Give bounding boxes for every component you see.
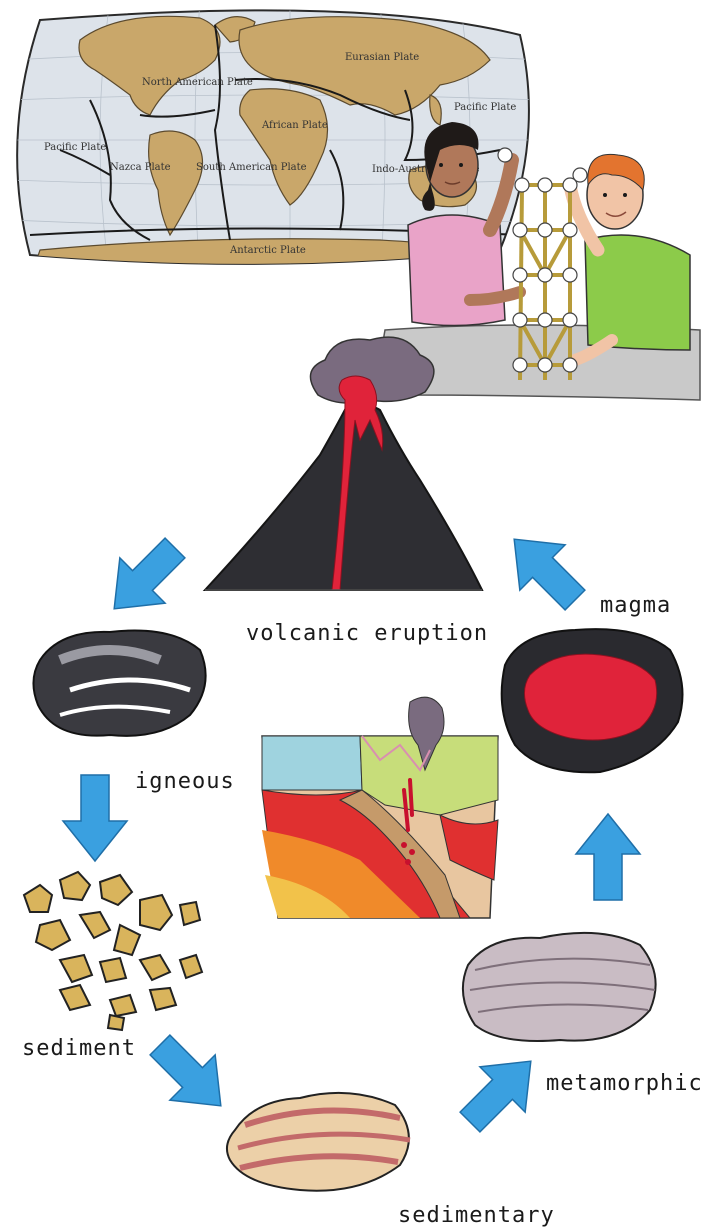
igneous-rock xyxy=(33,630,205,735)
map-label-pacific-left: Pacific Plate xyxy=(44,142,106,153)
map-label-antarctic: Antarctic Plate xyxy=(229,245,306,256)
arrow-magma-to-eruption xyxy=(492,517,598,623)
label-volcanic-eruption: volcanic eruption xyxy=(246,621,488,646)
arrow-metamorphic-to-magma xyxy=(576,814,640,900)
map-label-pacific-right: Pacific Plate xyxy=(454,102,516,113)
map-label-african: African Plate xyxy=(261,120,328,131)
metamorphic-rock xyxy=(463,933,656,1041)
label-igneous: igneous xyxy=(135,769,235,794)
earth-cross-section xyxy=(262,697,498,918)
arrow-sediment-to-sedimentary xyxy=(137,1022,243,1128)
map-label-eurasian: Eurasian Plate xyxy=(345,52,419,63)
sediment-pebbles xyxy=(24,872,202,1030)
label-sedimentary: sedimentary xyxy=(398,1203,555,1228)
map-label-north-american: North American Plate xyxy=(142,77,253,88)
sedimentary-rock xyxy=(227,1093,410,1191)
magma-blob xyxy=(502,629,683,772)
label-metamorphic: metamorphic xyxy=(546,1071,703,1096)
map-label-south-american: South American Plate xyxy=(196,162,307,173)
label-magma: magma xyxy=(600,593,671,618)
boy-student xyxy=(570,154,690,360)
arrow-igneous-to-sediment xyxy=(63,775,127,861)
label-sediment: sediment xyxy=(22,1036,136,1061)
arrow-sedimentary-to-metamorphic xyxy=(447,1039,553,1145)
students-building-model xyxy=(383,122,700,400)
map-label-nazca: Nazca Plate xyxy=(110,162,171,173)
arrow-eruption-to-igneous xyxy=(92,525,198,631)
